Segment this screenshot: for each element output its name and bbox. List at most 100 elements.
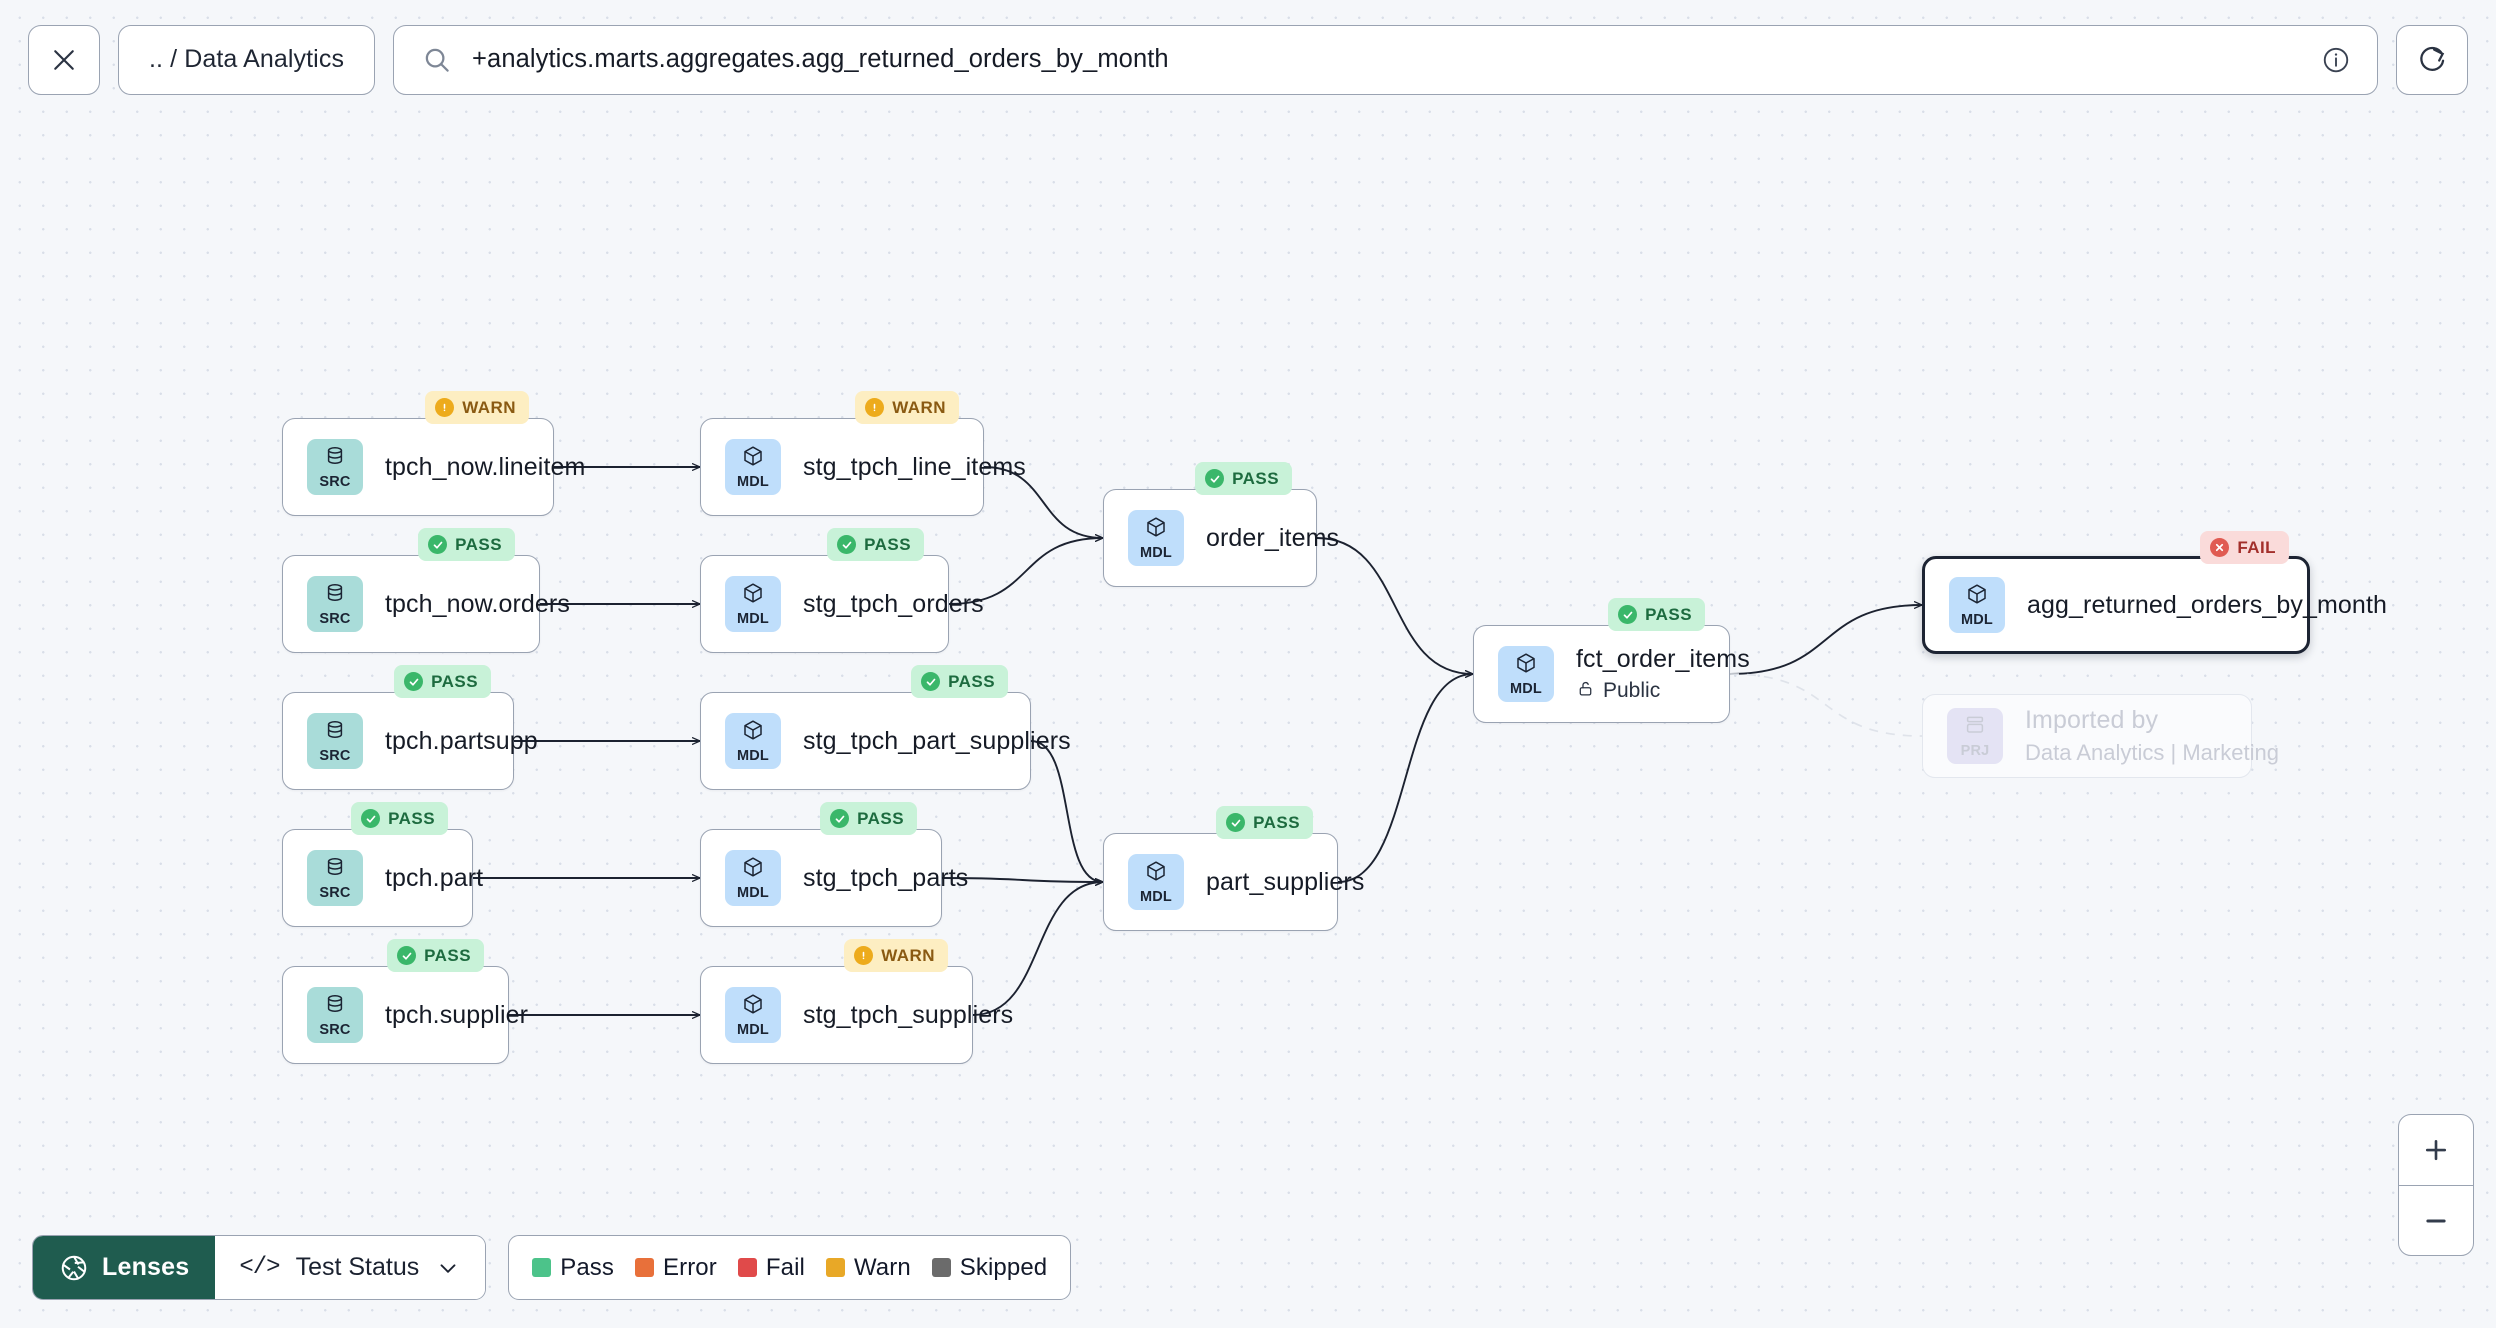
status-dot-icon	[921, 672, 941, 691]
node-body: stg_tpch_line_items	[803, 453, 1026, 482]
node-type-badge-src: SRC	[307, 576, 363, 632]
search-icon	[422, 45, 452, 75]
legend-swatch	[825, 1258, 845, 1277]
graph-node-order_items[interactable]: MDL order_items PASS	[1103, 462, 1339, 587]
node-title: tpch.partsupp	[385, 726, 538, 755]
edge-stg_part_suppliers-to-part_suppliers	[1030, 740, 1103, 882]
unlock-icon	[1576, 679, 1595, 704]
graph-node-part_suppliers[interactable]: MDL part_suppliers PASS	[1103, 806, 1364, 931]
zoom-in-button[interactable]	[2399, 1115, 2473, 1185]
status-badge-warn[interactable]: WARN	[855, 391, 959, 424]
node-body: tpch.supplier	[385, 1001, 528, 1030]
mdl-icon	[741, 718, 765, 747]
src-icon	[323, 444, 347, 473]
graph-node-agg_returned[interactable]: MDL agg_returned_orders_by_month FAIL	[1922, 531, 2387, 654]
node-title: fct_order_items	[1576, 644, 1750, 673]
status-badge-label: FAIL	[2237, 537, 2276, 557]
mdl-icon	[1144, 515, 1168, 544]
edge-stg_suppliers-to-part_suppliers	[972, 882, 1103, 1016]
status-badge-pass[interactable]: PASS	[351, 802, 448, 835]
status-badge-warn[interactable]: WARN	[425, 391, 529, 424]
edge-order_items-to-fct_order_items	[1316, 537, 1473, 674]
status-badge-label: WARN	[892, 397, 946, 417]
graph-node-stg_line_items[interactable]: MDL stg_tpch_line_items WARN	[700, 391, 1026, 516]
status-dot-icon	[830, 809, 850, 828]
node-title: stg_tpch_parts	[803, 863, 969, 892]
status-dot-icon	[865, 398, 885, 417]
node-type-label: MDL	[1139, 545, 1172, 562]
status-badge-pass[interactable]: PASS	[911, 665, 1008, 698]
status-badge-label: WARN	[462, 397, 516, 417]
graph-node-fct_order_items[interactable]: MDL fct_order_items Public PASS	[1473, 598, 1750, 723]
info-icon[interactable]	[2321, 45, 2351, 75]
refresh-button[interactable]	[2396, 24, 2468, 95]
graph-node-src_lineitem[interactable]: SRC tpch_now.lineitem WARN	[282, 391, 585, 516]
graph-node-src_orders[interactable]: SRC tpch_now.orders PASS	[282, 528, 570, 653]
node-body: fct_order_items Public	[1576, 645, 1750, 704]
status-badge-pass[interactable]: PASS	[820, 802, 917, 835]
test-status-dropdown[interactable]: </> Test Status	[215, 1236, 486, 1299]
graph-node-stg_part_suppliers[interactable]: MDL stg_tpch_part_suppliers PASS	[700, 665, 1071, 790]
close-button[interactable]	[28, 24, 100, 95]
node-type-label: MDL	[736, 885, 769, 902]
lenses-button[interactable]: Lenses	[33, 1236, 216, 1299]
node-type-label: SRC	[319, 1022, 351, 1039]
close-icon	[49, 45, 79, 75]
status-badge-warn[interactable]: WARN	[844, 939, 948, 972]
src-icon	[323, 855, 347, 884]
legend-label: Fail	[765, 1253, 805, 1281]
status-badge-pass[interactable]: PASS	[1216, 806, 1313, 839]
node-body: stg_tpch_parts	[803, 864, 968, 893]
legend-label: Error	[663, 1253, 717, 1281]
mdl-icon	[1965, 582, 1989, 611]
graph-node-stg_parts[interactable]: MDL stg_tpch_parts PASS	[700, 802, 968, 927]
chevron-down-icon	[435, 1255, 461, 1281]
legend-item-skipped[interactable]: Skipped	[931, 1253, 1048, 1282]
legend-item-pass[interactable]: Pass	[532, 1254, 614, 1282]
zoom-out-button[interactable]	[2399, 1185, 2473, 1255]
status-badge-fail[interactable]: FAIL	[2200, 531, 2289, 564]
status-badge-pass[interactable]: PASS	[394, 665, 491, 698]
node-type-label: SRC	[319, 611, 351, 628]
graph-node-stg_orders[interactable]: MDL stg_tpch_orders PASS	[700, 528, 984, 653]
graph-node-src_partsupp[interactable]: SRC tpch.partsupp PASS	[282, 665, 538, 790]
node-body: tpch_now.orders	[385, 590, 570, 619]
node-body: stg_tpch_part_suppliers	[803, 727, 1071, 756]
breadcrumb-label: .. / Data Analytics	[149, 45, 345, 73]
legend-label: Warn	[853, 1253, 911, 1281]
node-type-label: SRC	[319, 748, 351, 765]
node-subtitle-label: Public	[1603, 679, 1661, 702]
legend-item-warn[interactable]: Warn	[825, 1253, 911, 1282]
status-badge-pass[interactable]: PASS	[387, 939, 484, 972]
node-subtitle-label: Data Analytics | Marketing	[2025, 740, 2279, 765]
legend-item-fail[interactable]: Fail	[737, 1253, 805, 1282]
legend-item-error[interactable]: Error	[635, 1254, 717, 1282]
status-badge-label: PASS	[455, 534, 502, 554]
node-title: stg_tpch_part_suppliers	[803, 726, 1071, 755]
status-badge-pass[interactable]: PASS	[1608, 598, 1705, 631]
node-type-badge-mdl: MDL	[1498, 646, 1554, 702]
status-badge-label: PASS	[864, 534, 911, 554]
edge-fct_order_items-to-prj_imported	[1729, 673, 1923, 737]
search-bar[interactable]: +analytics.marts.aggregates.agg_returned…	[393, 24, 2378, 95]
node-type-label: MDL	[1960, 612, 1993, 629]
status-badge-pass[interactable]: PASS	[418, 528, 515, 561]
legend-label: Skipped	[959, 1253, 1048, 1281]
status-dot-icon	[854, 946, 874, 965]
breadcrumb[interactable]: .. / Data Analytics	[118, 24, 376, 95]
node-type-label: MDL	[1139, 889, 1172, 906]
status-badge-pass[interactable]: PASS	[827, 528, 924, 561]
node-type-badge-src: SRC	[307, 850, 363, 906]
mdl-icon	[1144, 859, 1168, 888]
refresh-icon	[2416, 44, 2448, 76]
search-input[interactable]: +analytics.marts.aggregates.agg_returned…	[472, 45, 1169, 73]
status-badge-label: PASS	[857, 808, 904, 828]
graph-node-src_part[interactable]: SRC tpch.part PASS	[282, 802, 483, 927]
graph-node-src_supplier[interactable]: SRC tpch.supplier PASS	[282, 939, 528, 1064]
status-badge-pass[interactable]: PASS	[1195, 462, 1292, 495]
graph-node-stg_suppliers[interactable]: MDL stg_tpch_suppliers WARN	[700, 939, 1013, 1064]
node-title: Imported by	[2025, 706, 2159, 734]
node-subtitle: Data Analytics | Marketing	[2025, 740, 2279, 766]
node-type-badge-src: SRC	[307, 439, 363, 495]
